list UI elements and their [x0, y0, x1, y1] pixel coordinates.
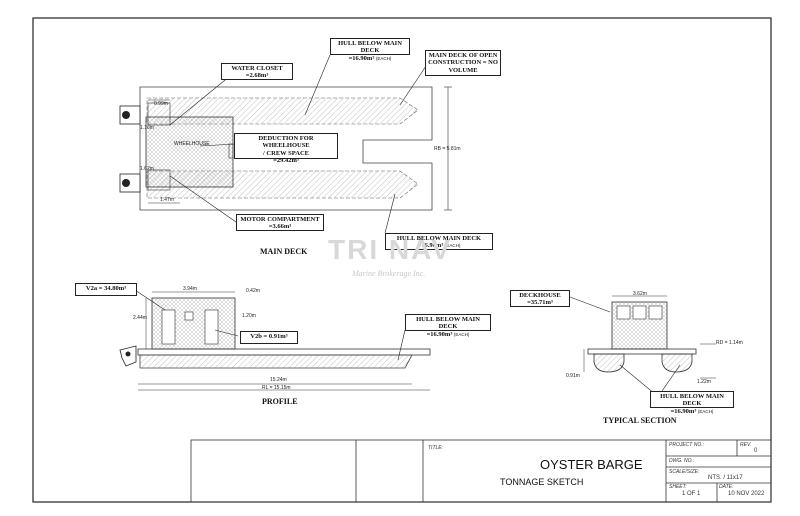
tb-rev-value: 0	[754, 448, 758, 454]
open-construction-line2: CONSTRUCTION = NO	[428, 59, 498, 67]
hull-bottom-label: HULL BELOW MAIN DECK	[396, 235, 482, 242]
tb-sheet-value: 1 OF 1	[682, 491, 701, 497]
tb-rev-label: REV.	[740, 442, 752, 448]
open-construction-callout: MAIN DECK OF OPEN CONSTRUCTION = NO VOLU…	[425, 50, 501, 76]
section-hull-callout: HULL BELOW MAIN DECK =16.90m³ (EACH)	[650, 391, 734, 415]
dim-162: 1.62m	[140, 166, 154, 172]
wheelhouse-deduction-line1: DEDUCTION FOR WHEELHOUSE	[258, 135, 314, 150]
section-title: TYPICAL SECTION	[603, 416, 677, 425]
section-hull-note: (EACH)	[697, 408, 714, 414]
tb-project-label: PROJECT NO.:	[669, 442, 705, 448]
watermark-brand: TRI NAV	[328, 234, 452, 265]
open-construction-line3: VOLUME	[448, 66, 478, 74]
profile-dim-rl: RL = 15.15m	[262, 385, 291, 391]
profile-hull-value: =16.90m³	[426, 330, 453, 338]
deckhouse-callout: DECKHOUSE =35.71m³	[510, 290, 570, 307]
tb-scale-label: SCALE/SIZE:	[669, 469, 700, 475]
tb-date-value: 10 NOV 2022	[728, 491, 765, 497]
tb-dwg-label: DWG. NO.:	[669, 458, 695, 464]
motor-value: =3.66m³	[268, 223, 292, 231]
dim-147: 1.47m	[160, 197, 174, 203]
profile-dim-bottom: 15.24m	[270, 377, 287, 383]
hull-top-note: (EACH)	[375, 55, 392, 61]
hull-bottom-note: (EACH)	[444, 243, 461, 249]
section-dim-rd: RD = 1.14m	[716, 340, 743, 346]
hull-top-callout: HULL BELOW MAIN DECK =16.90m³ (EACH)	[330, 38, 410, 62]
title-block-lines	[190, 439, 772, 503]
water-closet-callout: WATER CLOSET =2.68m³	[221, 63, 293, 80]
profile-hull-label: HULL BELOW MAIN DECK	[416, 316, 480, 331]
typical-section	[569, 295, 716, 395]
tb-sheet-label: SHEET:	[669, 484, 687, 490]
tb-scale-value: NTS. / 11x17	[708, 475, 743, 481]
v2a-callout: V2a = 34.80m³	[75, 283, 137, 296]
wheelhouse-outline	[145, 116, 234, 188]
v2b-callout: V2b = 0.91m³	[240, 331, 298, 344]
profile-title: PROFILE	[262, 397, 298, 406]
dim-116: 1.16m	[140, 125, 154, 131]
section-dim-left: 0.91m	[566, 373, 580, 379]
watermark-tagline: Marine Brokerage Inc.	[352, 269, 426, 278]
section-hull-label: HULL BELOW MAIN DECK	[660, 393, 724, 408]
deckhouse-value: =35.71m³	[527, 299, 553, 307]
open-construction-line1: MAIN DECK OF OPEN	[428, 52, 498, 59]
profile-door-1	[161, 309, 176, 345]
profile-hull-callout: HULL BELOW MAIN DECK =16.90m³ (EACH)	[405, 314, 491, 338]
section-hull-left	[593, 353, 625, 373]
wheelhouse-deduction-line2: / CREW SPACE	[263, 149, 309, 157]
motor-label: MOTOR COMPARTMENT	[240, 216, 320, 223]
profile-dim-top: 3.94m	[183, 286, 197, 292]
deckhouse-label: DECKHOUSE	[519, 292, 561, 299]
hull-top-value: =16.90m³	[348, 54, 375, 62]
hull-top-label: HULL BELOW MAIN DECK	[338, 40, 402, 55]
hull-bottom-callout: HULL BELOW MAIN DECK =16.90m³ (EACH)	[385, 233, 493, 250]
hull-bottom-value: =16.90m³	[417, 242, 444, 250]
tb-date-label: DATE:	[719, 484, 734, 490]
deck-outline	[139, 86, 433, 211]
dim-099: 0.99m	[154, 101, 168, 107]
tb-title: OYSTER BARGE	[540, 457, 643, 472]
profile-window	[184, 311, 194, 321]
motor-callout: MOTOR COMPARTMENT =3.66m³	[236, 214, 324, 231]
section-dim-bottom: 1.22m	[697, 379, 711, 385]
motor-room	[147, 169, 171, 191]
water-closet-label: WATER CLOSET	[231, 65, 283, 72]
profile-deck	[137, 348, 431, 356]
section-hull-right	[661, 353, 693, 373]
water-closet-room	[147, 102, 171, 126]
profile-door-2	[204, 309, 219, 345]
wheelhouse-deduction-callout: DEDUCTION FOR WHEELHOUSE / CREW SPACE =2…	[234, 133, 338, 164]
profile-dim-top2: 0.42m	[246, 288, 260, 294]
tb-title-label: TITLE:	[428, 445, 444, 451]
main-deck-plan	[119, 54, 452, 234]
profile-hull	[139, 354, 413, 369]
section-dim-top: 3.62m	[633, 291, 647, 297]
wheelhouse-label: WHEELHOUSE	[174, 141, 210, 147]
section-deck	[587, 348, 697, 355]
tb-subtitle: TONNAGE SKETCH	[500, 477, 584, 487]
profile-dim-right: 1.20m	[242, 313, 256, 319]
water-closet-value: =2.68m³	[245, 72, 269, 80]
profile-hull-note: (EACH)	[453, 331, 470, 337]
profile-view	[119, 289, 431, 391]
section-hull-value: =16.90m³	[670, 407, 697, 415]
dim-rb: RB = 5.81m	[434, 146, 461, 152]
main-deck-title: MAIN DECK	[260, 247, 308, 256]
profile-dim-left: 2.44m	[133, 315, 147, 321]
wheelhouse-deduction-line3: =29.42m³	[273, 157, 299, 165]
